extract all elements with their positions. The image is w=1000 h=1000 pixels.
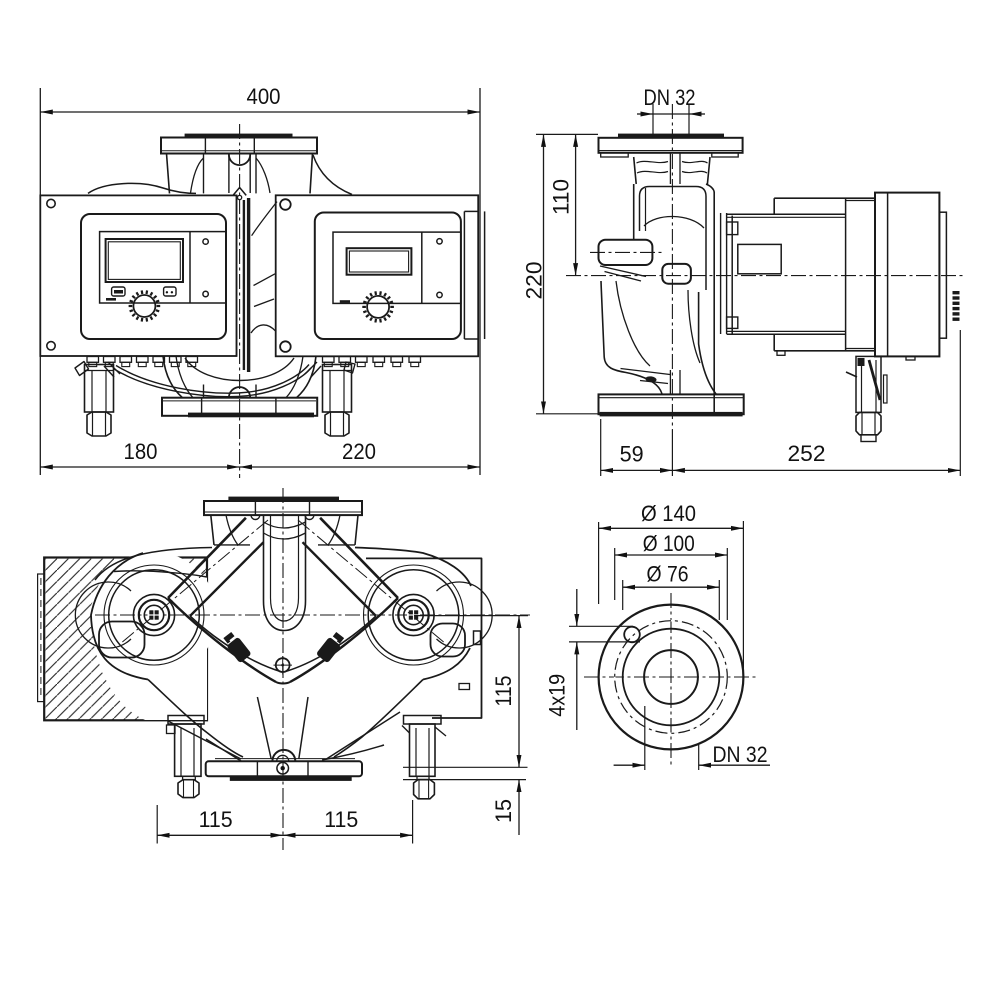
svg-text:115: 115	[491, 676, 516, 707]
svg-text:Ø 140: Ø 140	[641, 501, 696, 526]
svg-text:180: 180	[124, 439, 158, 464]
svg-text:252: 252	[788, 441, 826, 466]
svg-text:DN 32: DN 32	[713, 742, 768, 767]
svg-text:59: 59	[620, 442, 644, 467]
svg-text:15: 15	[491, 799, 516, 823]
svg-text:4x19: 4x19	[545, 674, 570, 717]
svg-text:115: 115	[199, 807, 233, 832]
svg-text:115: 115	[324, 807, 358, 832]
svg-text:Ø 100: Ø 100	[643, 531, 695, 556]
svg-text:110: 110	[549, 179, 574, 215]
svg-text:DN 32: DN 32	[644, 85, 696, 110]
svg-text:220: 220	[342, 439, 376, 464]
svg-text:220: 220	[522, 262, 547, 300]
svg-text:400: 400	[247, 84, 281, 109]
svg-text:Ø 76: Ø 76	[647, 562, 689, 587]
